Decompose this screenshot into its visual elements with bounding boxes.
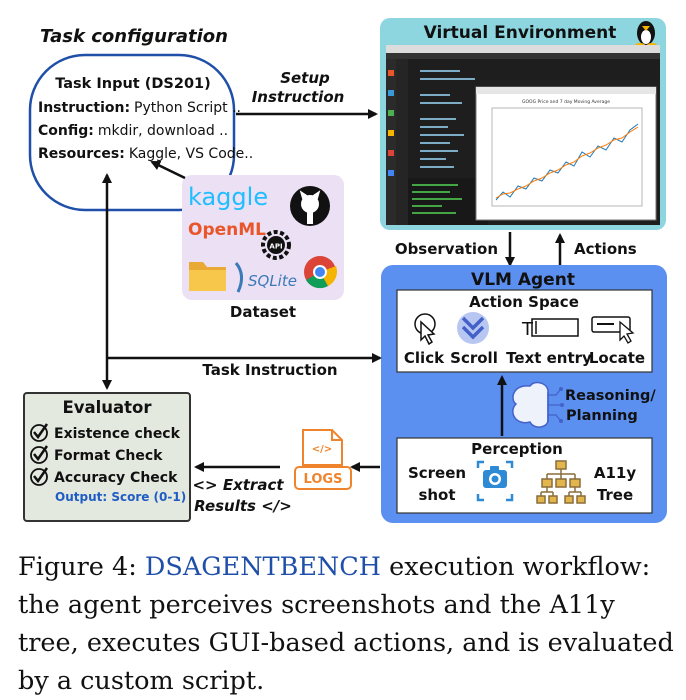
reasoning-label-1: Reasoning/ — [565, 388, 656, 404]
svg-text:T: T — [521, 319, 534, 340]
task-row-config: Config:mkdir, download .. — [38, 123, 228, 139]
check-icon — [30, 467, 49, 486]
locate-icon — [591, 316, 635, 344]
action-text-entry: Text entry — [506, 349, 592, 367]
scroll-icon — [457, 312, 489, 344]
evaluator-output: Output: Score (0-1) — [55, 490, 186, 504]
evaluator-title: Evaluator — [62, 398, 152, 417]
dataset-arrow — [150, 160, 186, 180]
dataset-label: Dataset — [230, 303, 296, 321]
setup-label-1: Setup — [280, 69, 330, 87]
task-input-title: Task Input (DS201) — [55, 76, 211, 92]
svg-text:</>: </> — [312, 444, 332, 455]
action-locate: Locate — [589, 349, 645, 367]
screenshot-label-1: Screen — [408, 464, 466, 482]
check-icon — [30, 445, 49, 464]
a11y-label-2: Tree — [597, 486, 633, 504]
linux-penguin-icon — [635, 21, 657, 47]
folder-icon — [189, 262, 226, 291]
virtual-env-title: Virtual Environment — [424, 23, 617, 43]
reasoning-label-2: Planning — [566, 408, 638, 424]
camera-icon — [476, 460, 514, 502]
task-input-box — [28, 53, 236, 212]
click-icon — [414, 313, 436, 346]
caption-prefix: Figure 4: — [18, 552, 145, 582]
vlm-agent-title: VLM Agent — [471, 270, 575, 290]
a11y-label-1: A11y — [594, 464, 636, 482]
extract-label-1: <> Extract — [192, 476, 284, 494]
task-row-instruction: Instruction:Python Script .. — [38, 100, 241, 116]
kaggle-logo: kaggle — [188, 183, 268, 211]
perception-box — [396, 437, 653, 514]
check-existence: Existence check — [54, 426, 181, 442]
task-config-header: Task configuration — [40, 26, 228, 47]
caption-benchmark-name: DSAGENTBENCH — [144, 552, 381, 582]
caption-text: execution workflow: the agent perceives … — [18, 552, 674, 696]
chrome-icon — [304, 256, 338, 289]
evaluator-box — [23, 392, 191, 522]
figure-caption: Figure 4: DSAGENTBENCH execution workflo… — [18, 548, 678, 700]
task-instruction-label: Task Instruction — [202, 361, 337, 379]
plot-title: GOOG Price and 7 day Moving Average — [522, 99, 610, 105]
action-space-box — [396, 289, 653, 373]
svg-text:SQLite: SQLite — [248, 272, 297, 290]
api-icon: API — [261, 230, 291, 260]
action-scroll: Scroll — [450, 349, 498, 367]
action-click: Click — [404, 349, 445, 367]
sqlite-icon: SQLite — [234, 262, 297, 293]
openml-logo: OpenML — [188, 220, 266, 240]
observation-label: Observation — [395, 240, 498, 258]
svg-text:API: API — [269, 243, 282, 251]
workflow-diagram: Task configuration Task Input (DS201) In… — [23, 18, 667, 523]
screenshot-label-2: shot — [418, 486, 455, 504]
check-icon — [30, 423, 49, 442]
github-icon — [290, 186, 330, 226]
svg-text:LOGS: LOGS — [304, 472, 343, 487]
perception-title: Perception — [471, 440, 563, 458]
logs-icon: </> LOGS — [294, 429, 352, 490]
vscode-screenshot: GOOG Price and 7 day Moving Average — [386, 45, 660, 225]
brain-icon — [512, 381, 564, 428]
check-format: Format Check — [54, 448, 163, 464]
text-entry-icon: T — [521, 318, 579, 340]
tree-icon — [536, 460, 586, 504]
check-accuracy: Accuracy Check — [54, 470, 178, 486]
actions-label: Actions — [574, 240, 637, 258]
action-space-title: Action Space — [469, 293, 579, 311]
setup-label-2: Instruction — [252, 88, 345, 106]
task-row-resources: Resources:Kaggle, VS Code.. — [38, 146, 253, 162]
extract-label-2: Results </> — [194, 497, 292, 515]
